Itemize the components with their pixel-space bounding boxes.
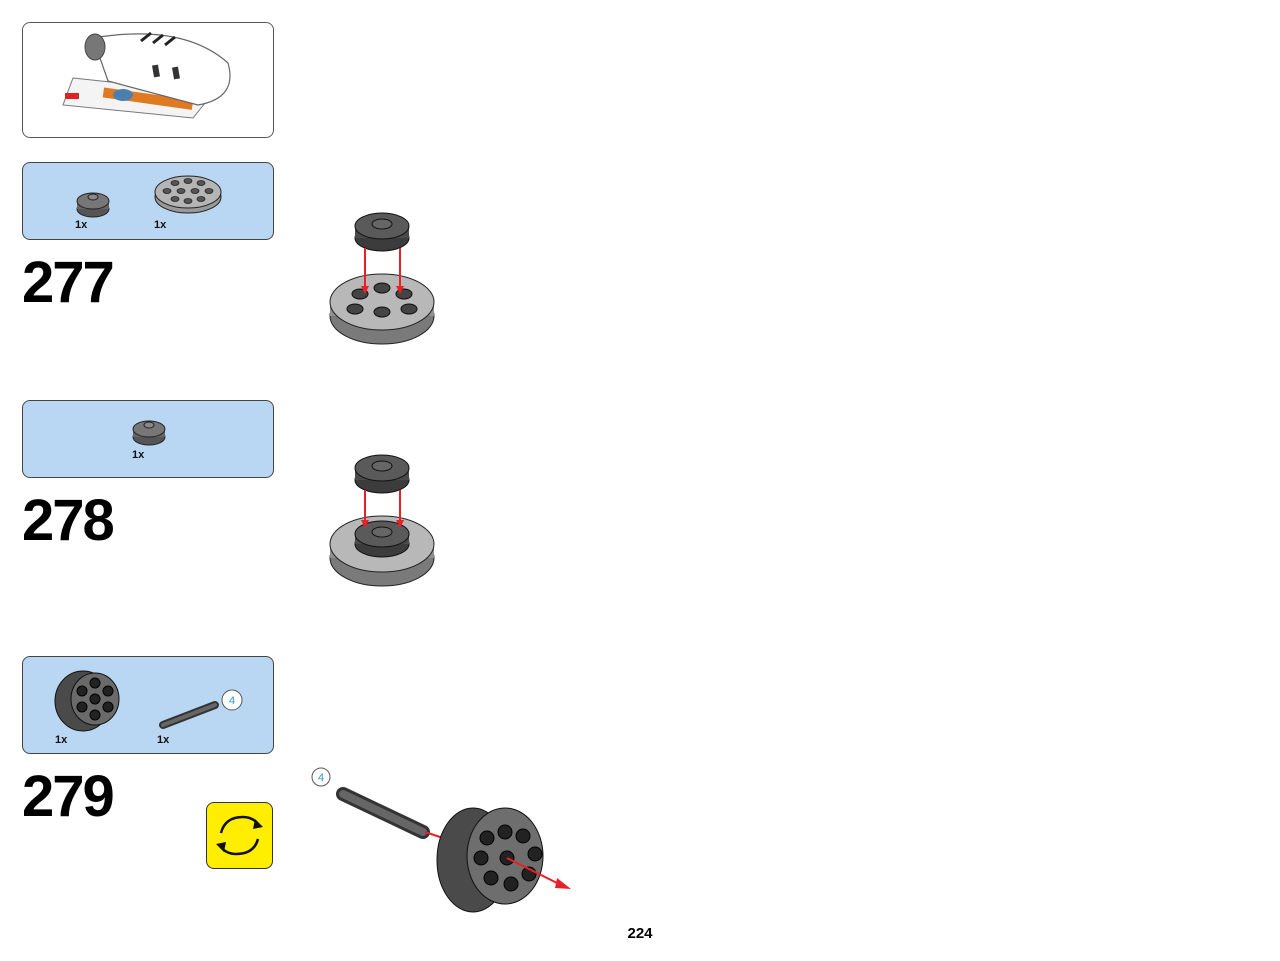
parts-list-box: 1x — [22, 400, 274, 478]
part-qty: 1x — [55, 734, 68, 746]
part-qty: 1x — [132, 449, 145, 461]
step-278-assembly-illustration — [329, 454, 435, 587]
wheel-hub-icon — [54, 670, 120, 732]
step-number: 278 — [22, 488, 115, 553]
step-number: 279 — [22, 764, 115, 829]
round-plate-2x2-icon — [76, 192, 110, 218]
step-number: 277 — [22, 250, 115, 315]
part-qty: 1x — [154, 219, 167, 231]
assembly-length-callout: 4 — [318, 772, 324, 784]
step-277-assembly-illustration — [329, 212, 435, 345]
page-number: 224 — [627, 925, 653, 942]
axle-icon — [159, 701, 219, 729]
step-279-assembly-illustration: 4 — [311, 767, 571, 913]
round-plate-4x4-icon — [154, 175, 222, 214]
rotate-model-badge — [206, 802, 273, 869]
axle-length-callout-icon: 4 — [221, 689, 243, 711]
part-qty: 1x — [157, 734, 170, 746]
model-overview-box — [22, 22, 274, 138]
parts-list-box: 1x 4 1x — [22, 656, 274, 754]
round-plate-2x2-icon — [132, 420, 166, 446]
rotate-arrows-icon — [216, 815, 263, 856]
part-qty: 1x — [75, 219, 88, 231]
model-overview-illustration — [62, 31, 231, 119]
parts-list-box: 1x 1x — [22, 162, 274, 240]
axle-length-callout: 4 — [229, 695, 235, 707]
